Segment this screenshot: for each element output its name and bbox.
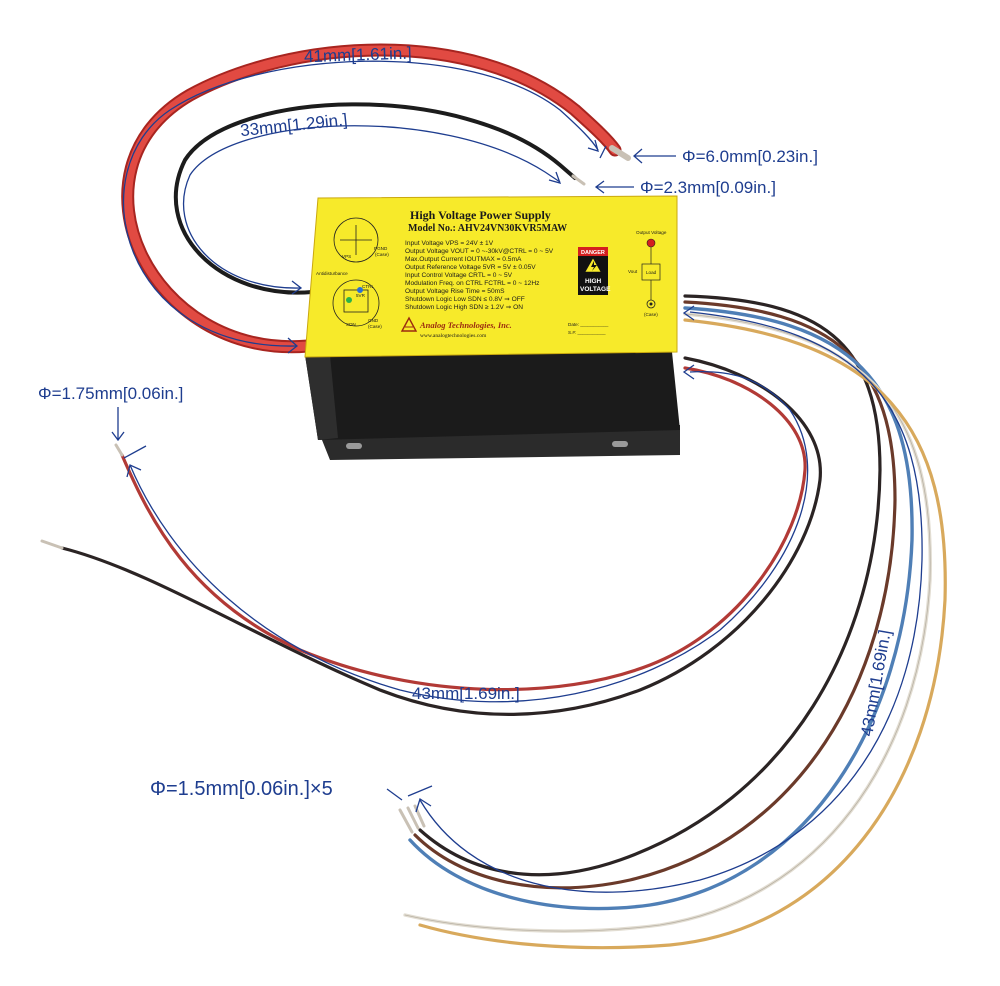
left-wire-length-dimline	[129, 370, 809, 703]
power-supply-unit: VPS PGND (Case) Antidisturbance 5VR CTRL…	[304, 195, 680, 460]
vr-label: 5VR	[356, 293, 366, 298]
yellow-label	[304, 195, 678, 358]
spec-line: Output Voltage Rise Time = 50mS	[405, 288, 505, 295]
spec-line: Shutdown Logic Low SDN ≤ 0.8V ⇒ OFF	[405, 296, 525, 303]
terminal-blue	[357, 287, 363, 293]
serial-field: S.#: ___________	[568, 330, 606, 335]
black-length-arrow-start	[291, 280, 303, 295]
pgnd-label: PGND	[374, 246, 388, 251]
spec-line: Shutdown Logic High SDN ≥ 1.2V ⇒ ON	[405, 304, 523, 311]
red-wire-tip	[609, 145, 631, 161]
brand-name: Analog Technologies, Inc.	[419, 320, 512, 330]
sdn-label: SDN	[346, 322, 356, 327]
danger-text: DANGER	[581, 250, 605, 256]
load-label: Load	[646, 270, 657, 275]
gnd-label: GND	[368, 318, 379, 323]
red-length-label: 41mm[1.61in.]	[304, 44, 412, 67]
brand-url: www.analogtechnologies.com	[420, 333, 487, 339]
output-voltage-label: Output Voltage	[636, 230, 667, 235]
bundle-length-label: 43mm[1.69in.]	[857, 628, 894, 737]
spec-line: Modulation Freq. on CTRL FCTRL = 0 ~ 12H…	[405, 280, 539, 287]
flange-slot-left	[346, 443, 362, 449]
spec-line: Input Voltage VPS = 24V ± 1V	[405, 240, 494, 247]
spec-line: Output Reference Voltage 5VR = 5V ± 0.05…	[405, 264, 536, 271]
bundle-diameter-leader	[386, 788, 403, 801]
left-diameter-label: Φ=1.75mm[0.06in.]	[38, 384, 183, 403]
black-diameter-leader	[594, 180, 634, 194]
left-wire-length-tick	[123, 445, 147, 459]
housing	[305, 352, 680, 440]
case-right-label: (Case)	[644, 312, 658, 317]
vps-label: VPS	[342, 254, 351, 259]
bundle-wire-blue	[408, 306, 914, 911]
left-wire-length-arrow-start	[126, 464, 142, 478]
red-length-dimline	[123, 60, 599, 347]
bundle-length-tick	[407, 785, 433, 797]
bundle-wire-tips	[398, 804, 426, 834]
output-terminal-icon	[646, 238, 656, 248]
model-number: Model No.: AHV24VN30KVR5MAW	[408, 223, 567, 234]
black-diameter-label: Φ=2.3mm[0.09in.]	[640, 178, 776, 197]
bundle-diameter-label: Φ=1.5mm[0.06in.]×5	[150, 778, 333, 800]
right-dim-arrow-bottom	[682, 364, 695, 380]
red-length-tick	[599, 145, 607, 159]
bundle-wire-black	[418, 294, 882, 877]
red-diameter-leader	[633, 148, 676, 164]
black-length-dimline	[183, 125, 561, 289]
load-box	[641, 263, 661, 281]
spec-line: Output Voltage VOUT = 0 ~-30kV@CTRL = 0 …	[405, 248, 554, 255]
case-terminal-dot	[649, 302, 653, 306]
ctrl-label: CTRL	[362, 284, 374, 289]
right-dim-arrow-top	[682, 305, 695, 321]
bundle-wire-white-outline	[404, 313, 931, 932]
product-title: High Voltage Power Supply	[410, 208, 551, 222]
red-hv-wire-highlight	[123, 45, 620, 352]
bundle-length-arrow-end	[415, 797, 432, 813]
case1-label: (Case)	[375, 252, 389, 257]
left-wire-red	[120, 366, 807, 692]
voltage-text: VOLTAGE	[580, 286, 611, 293]
left-wire-red-tip	[114, 443, 124, 457]
danger-sign: DANGER HIGH VOLTAGE	[578, 247, 611, 295]
red-diameter-label: Φ=6.0mm[0.23in.]	[682, 147, 818, 166]
black-wire	[173, 102, 577, 295]
left-diameter-leader	[111, 407, 125, 442]
circuit-diagram-top	[333, 217, 379, 263]
antidisturb-label: Antidisturbance	[316, 271, 348, 276]
housing-shade	[305, 355, 338, 440]
red-length-arrow-start	[287, 337, 299, 354]
vout-label: Vout	[628, 269, 638, 274]
case2-label: (Case)	[368, 324, 382, 329]
lightning-warning-icon	[584, 257, 602, 273]
left-wire-black	[60, 356, 822, 717]
high-text: HIGH	[585, 278, 602, 285]
black-wire-tip	[571, 174, 586, 186]
red-length-arrow-end	[587, 139, 599, 152]
left-wire-length-label: 43mm[1.69in.]	[412, 684, 520, 703]
circuit-diagram-bottom	[332, 279, 380, 327]
brand-logo-icon	[400, 316, 418, 332]
black-length-label: 33mm[1.29in.]	[239, 110, 348, 140]
bundle-wire-tan	[418, 318, 947, 950]
bundle-length-dimline	[419, 311, 923, 893]
bundle-wire-brown	[413, 300, 897, 890]
date-field: Date: ___________	[568, 322, 609, 327]
left-wire-black-tip	[40, 539, 64, 550]
spec-line: Max.Output Current IOUTMAX = 0.5mA	[405, 256, 522, 263]
terminal-green	[346, 297, 352, 303]
flange-slot-right	[612, 441, 628, 447]
black-length-arrow-end	[548, 171, 562, 184]
spec-line: Input Control Voltage CRTL = 0 ~ 5V	[405, 272, 513, 279]
